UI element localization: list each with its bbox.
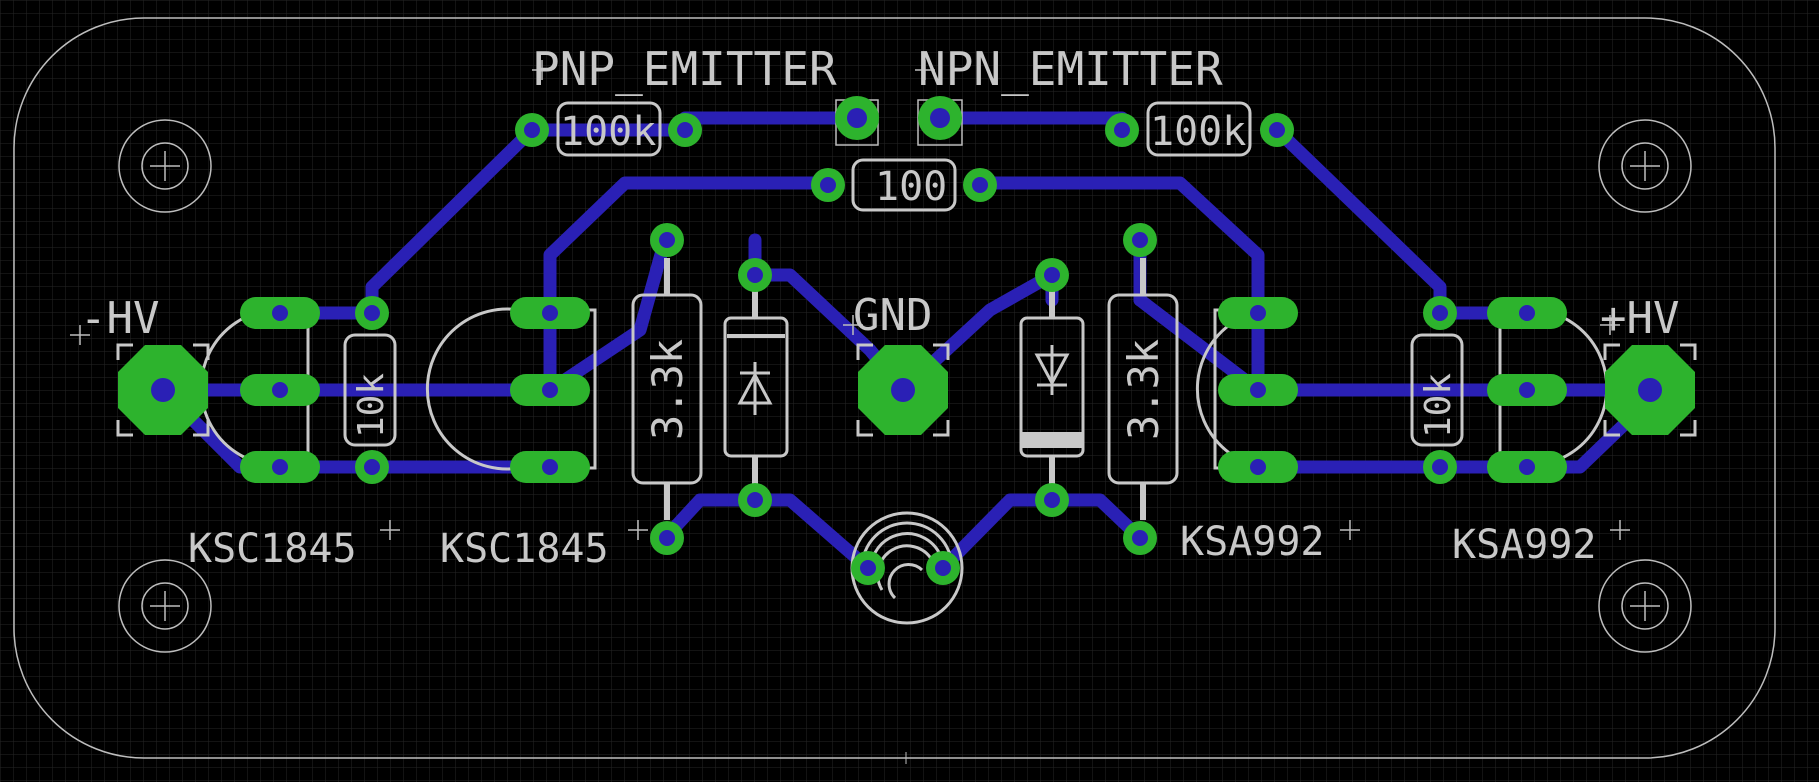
terminal-plus-hv-bracket [1603,343,1697,437]
pad-3k3-left-1 [650,223,684,257]
label-npn-emitter: NPN_EMITTER [918,42,1223,96]
pad-100k-left-1 [515,113,549,147]
pad-3k3-right-2 [1123,521,1157,555]
resistor-10k-left-body [343,333,397,447]
pad-3k3-right-1 [1123,223,1157,257]
label-3k3-left: 3.3k [643,339,692,440]
pad-3k3-left-2 [650,521,684,555]
label-100k-left: 100k [560,109,656,155]
label-plus-hv: +HV [1600,293,1679,344]
label-10k-left: 10k [351,373,392,438]
pad-100-1 [811,168,845,202]
resistor-10k-right-body [1410,333,1464,447]
label-pnp-emitter: PNP_EMITTER [532,42,837,96]
label-3k3-right: 3.3k [1119,339,1168,440]
terminal-gnd-pad [858,345,948,435]
labels: PNP_EMITTER NPN_EMITTER -HV +HV GND KSC1… [80,42,1679,572]
resistor-100-body [851,158,957,212]
pad-spiral-2 [926,551,960,585]
pad-diode-right-1 [1035,258,1069,292]
terminal-minus-hv-bracket [116,343,210,437]
terminal-plus-hv-pad [1605,345,1695,435]
transistor-ksa992-right-pads [1487,297,1567,483]
pad-10k-left-1 [355,296,389,330]
mounting-hole-top-left [118,119,212,213]
pad-10k-right-2 [1423,450,1457,484]
label-100: 100 [875,164,947,210]
pads [118,96,1695,585]
pad-100k-right-1 [1105,113,1139,147]
terminal-gnd-bracket [856,343,950,437]
transistor-ksc1845-right-pads [510,297,590,483]
pad-100k-left-2 [668,113,702,147]
pad-10k-left-2 [355,450,389,484]
label-10k-right: 10k [1418,373,1459,438]
label-gnd: GND [853,290,932,341]
terminal-minus-hv-pad [118,345,208,435]
board-outline [13,17,1776,759]
label-ksc1845-left: KSC1845 [188,526,357,572]
label-ksa992-left: KSA992 [1180,519,1325,565]
pad-diode-right-2 [1035,483,1069,517]
pad-spiral-1 [851,551,885,585]
pad-100k-right-2 [1260,113,1294,147]
label-minus-hv: -HV [80,293,159,344]
mounting-hole-top-right [1598,119,1692,213]
pad-100-2 [963,168,997,202]
pad-diode-left-2 [738,483,772,517]
label-ksa992-right: KSA992 [1452,522,1597,568]
resistor-100k-left-body [556,101,662,157]
pad-npn-emitter [918,96,962,140]
mounting-hole-bottom-right [1598,559,1692,653]
transistor-ksc1845-left-pads [240,297,320,483]
pad-10k-right-1 [1423,296,1457,330]
label-ksc1845-right: KSC1845 [440,526,609,572]
resistor-100k-right-body [1146,101,1252,157]
pad-pnp-emitter [835,96,879,140]
transistor-ksc1845-right-outline [425,307,597,471]
label-100k-right: 100k [1150,109,1246,155]
mounting-hole-bottom-left [118,559,212,653]
pad-diode-left-1 [738,258,772,292]
transistor-ksa992-left-pads [1218,297,1298,483]
